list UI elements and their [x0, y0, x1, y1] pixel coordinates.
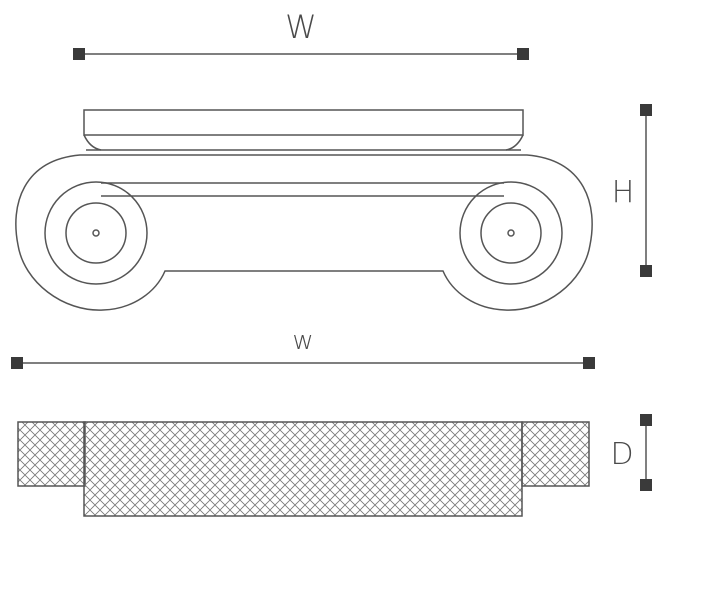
abacus-cove-left: [83, 134, 102, 151]
volute-right-eye: [480, 202, 542, 264]
dimension-overall-width: w: [11, 326, 595, 369]
capital-plan-view: [17, 421, 590, 517]
dimension-height: H: [612, 104, 652, 277]
dimension-top-width: W: [73, 8, 529, 60]
plan-right-wing: [521, 421, 590, 487]
volute-left-center: [92, 229, 100, 237]
dimension-depth: D: [610, 414, 652, 491]
overall-width-marker-right: [583, 357, 595, 369]
height-marker-bottom: [640, 265, 652, 277]
height-label: H: [612, 175, 635, 210]
volute-left-eye: [65, 202, 127, 264]
volute-right-outer: [459, 181, 563, 285]
top-width-label: W: [285, 8, 317, 46]
abacus-block: [83, 109, 524, 136]
volute-left-outer: [44, 181, 148, 285]
overall-width-label: w: [292, 326, 313, 356]
top-width-marker-right: [517, 48, 529, 60]
abacus-cove-right: [505, 134, 524, 151]
volute-right-center: [507, 229, 515, 237]
plan-left-wing: [17, 421, 86, 487]
capital-front-view: [15, 109, 593, 311]
plan-main-block: [83, 421, 523, 517]
depth-marker-bottom: [640, 479, 652, 491]
capital-outline: [15, 154, 593, 311]
height-marker-top: [640, 104, 652, 116]
depth-label: D: [610, 437, 633, 472]
depth-marker-top: [640, 414, 652, 426]
overall-width-marker-left: [11, 357, 23, 369]
top-width-marker-left: [73, 48, 85, 60]
